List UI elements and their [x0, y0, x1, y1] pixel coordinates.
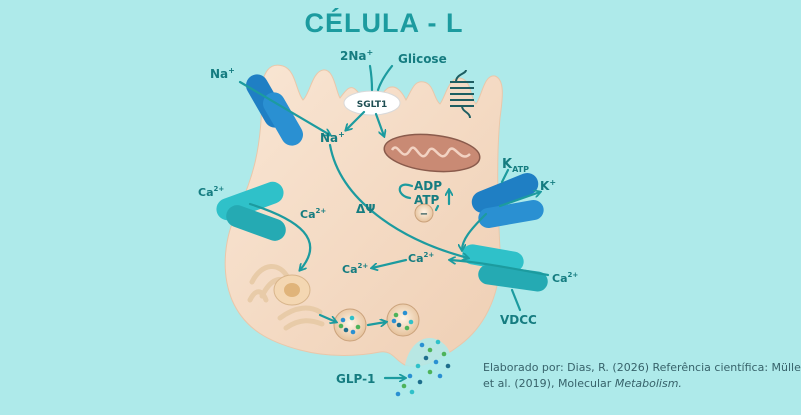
arrow-atp-to-katp	[434, 204, 440, 212]
label-na-in: Na+	[320, 130, 345, 145]
diagram-stage: Na+ Na+ 2Na+ Glicose SGLT1 Ca2+ Ca2+ Ca2…	[198, 48, 578, 397]
credit-line-2: et al. (2019), Molecular Metabolism.	[483, 377, 682, 390]
arrow-sglt1-glucose	[374, 112, 384, 136]
svg-text:Na+: Na+	[320, 130, 345, 145]
svg-text:Ca2+: Ca2+	[408, 251, 434, 265]
label-ca-in-left: Ca2+	[300, 207, 326, 221]
arrow-2na-in	[368, 64, 374, 92]
arrow-ca-in-left	[248, 202, 312, 270]
gpcr-receptor-icon	[450, 69, 474, 119]
arrow-adp-cycle	[398, 183, 414, 200]
label-ca-center: Ca2+	[408, 251, 434, 265]
mitochondrion-icon	[383, 133, 481, 173]
nucleus-icon	[273, 274, 311, 306]
granule-1	[333, 308, 367, 342]
arrow-na-entry	[238, 80, 330, 135]
sodium-channel	[246, 74, 303, 146]
label-katp-minus: −	[420, 209, 428, 220]
label-ca-left-mid: Ca2+	[342, 262, 368, 276]
arrow-granule-2	[366, 322, 386, 325]
label-na-out: Na+	[210, 66, 235, 81]
katp-closed-marker	[414, 203, 434, 223]
granule-2	[386, 303, 420, 337]
svg-text:Ca2+: Ca2+	[198, 185, 224, 199]
arrow-na-depolarization	[328, 143, 468, 258]
label-glucose: Glicose	[398, 52, 447, 66]
arrow-ca-center-left	[372, 258, 408, 268]
label-delta-psi: ΔΨ	[356, 202, 375, 216]
credit-line-1: Elaborado por: Dias, R. (2026) Referênci…	[483, 361, 801, 374]
calcium-channel-left	[216, 181, 286, 241]
label-katp: KATP	[502, 157, 529, 174]
svg-text:Ca2+: Ca2+	[300, 207, 326, 221]
arrow-sglt1-na	[346, 110, 366, 130]
cell-diagram: Na+ Na+ 2Na+ Glicose SGLT1 Ca2+ Ca2+ Ca2…	[198, 48, 578, 397]
page-title: CÉLULA - L	[304, 8, 464, 38]
arrow-ca-out-right-in	[450, 260, 550, 277]
katp-pointer	[500, 168, 510, 184]
secretion-pocket	[405, 337, 451, 385]
arrow-k-out	[498, 192, 540, 208]
credit-journal: Metabolism.	[614, 377, 682, 390]
svg-text:K+: K+	[540, 178, 556, 193]
svg-text:KATP: KATP	[502, 157, 529, 174]
label-ca-out-left: Ca2+	[198, 185, 224, 199]
katp-channel	[471, 173, 544, 228]
label-2na: 2Na+	[340, 48, 373, 63]
svg-text:Na+: Na+	[210, 66, 235, 81]
label-adp: ADP	[414, 179, 442, 193]
arrow-glucose-in	[376, 64, 394, 92]
vdcc-pointer	[510, 288, 522, 312]
arrow-granule-1	[318, 313, 336, 322]
arrow-katp-depolarization	[462, 212, 488, 250]
label-k-out: K+	[540, 178, 556, 193]
svg-text:Ca2+: Ca2+	[342, 262, 368, 276]
label-sglt1: SGLT1	[357, 100, 388, 110]
label-atp: ATP	[414, 193, 440, 207]
released-glp1-particles	[395, 339, 451, 397]
label-vdcc: VDCC	[500, 313, 537, 327]
svg-text:2Na+: 2Na+	[340, 48, 373, 63]
label-glp1: GLP-1	[336, 372, 375, 386]
svg-text:Ca2+: Ca2+	[552, 271, 578, 285]
credit-text: Elaborado por: Dias, R. (2026) Referênci…	[483, 360, 801, 392]
label-ca-out-right: Ca2+	[552, 271, 578, 285]
